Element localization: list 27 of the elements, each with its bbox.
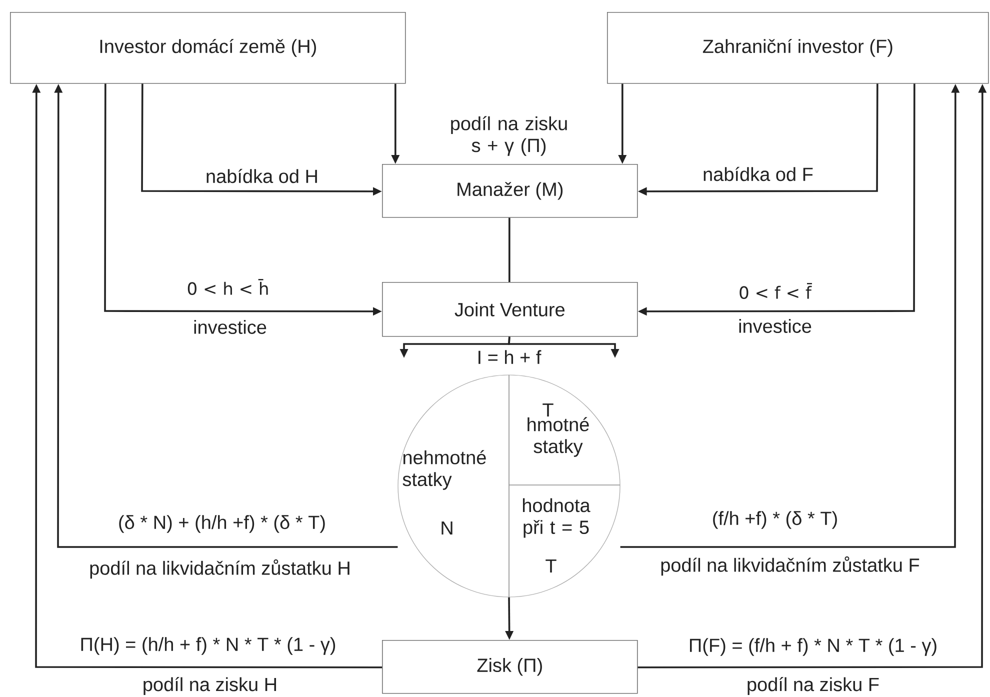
text-label: podíl na zisku s + γ (Π): [438, 115, 580, 157]
investor-box: Zahraniční investor (F): [607, 12, 989, 84]
text-label: investice: [192, 319, 268, 335]
text-label: podíl na zisku F: [745, 676, 881, 696]
venture-box: Joint Venture: [382, 282, 638, 337]
segment-label: T: [542, 403, 554, 417]
text-label: podíl na likvidačním zůstatku H: [88, 558, 352, 580]
edge-label: nabídka od F: [702, 166, 814, 182]
edge-label: (f/h +f) * (δ * T): [710, 510, 840, 530]
text-label: I = h + f: [476, 349, 542, 365]
segment-label: hodnota při t = 5: [522, 498, 590, 538]
text-label: podíl na likvidačním zůstatku F: [659, 555, 921, 577]
text-label: podíl na zisku H: [141, 676, 279, 696]
profit-box: Zisk (Π): [382, 640, 638, 694]
edge-label: 0 < h < h̄: [186, 278, 270, 296]
text-label: investice: [737, 318, 813, 334]
edge-label: nabídka od H: [204, 168, 320, 184]
segment-label: hmotné statky: [528, 417, 589, 457]
investor-box: Investor domácí země (H): [10, 12, 406, 84]
edge-label: (δ * N) + (h/h +f) * (δ * T): [117, 514, 327, 534]
segment-label: N: [442, 521, 452, 535]
edge-label: Π(H) = (h/h + f) * N * T * (1 - γ): [78, 636, 338, 656]
edge-label: 0 < f < f̄: [738, 282, 812, 300]
segment-label: nehmotné statky: [402, 450, 486, 490]
edge-label: Π(F) = (f/h + f) * N * T * (1 - γ): [687, 637, 939, 657]
segment-label: T: [546, 559, 556, 573]
manager-box: Manažer (M): [382, 164, 638, 218]
